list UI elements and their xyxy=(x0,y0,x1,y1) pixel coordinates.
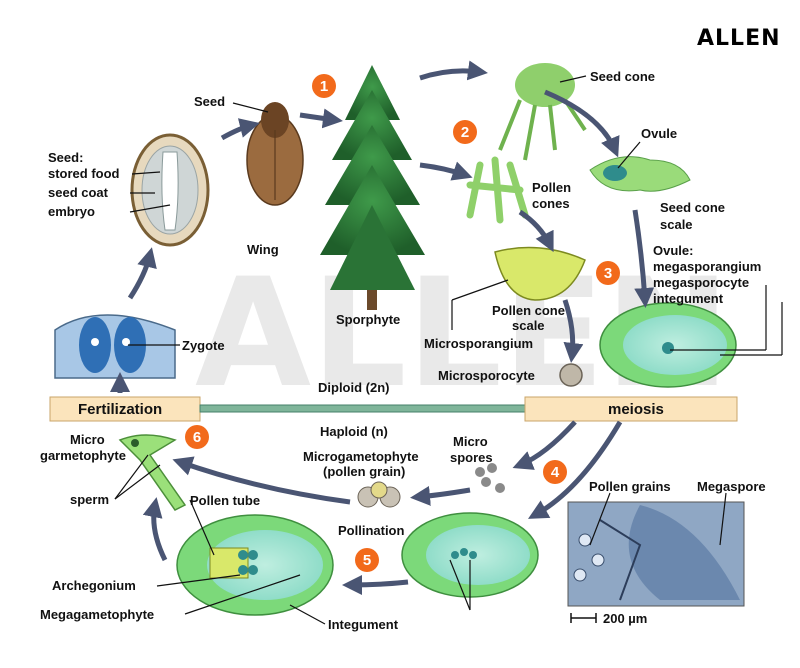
label-microsporangium: Microsporangium xyxy=(424,336,533,351)
label-pollen-cones-2: cones xyxy=(532,196,570,211)
step-badge-2: 2 xyxy=(453,120,477,144)
label-micro-gametophyte-1: Micro xyxy=(70,432,105,447)
label-micro-gametophyte-2: garmetophyte xyxy=(40,448,126,463)
label-sporphyte: Sporphyte xyxy=(336,312,400,327)
svg-text:3: 3 xyxy=(604,265,612,282)
winged-seed-illustration xyxy=(246,102,304,206)
label-diploid: Diploid (2n) xyxy=(318,380,390,395)
label-zygote: Zygote xyxy=(182,338,225,353)
label-microgametophyte-2: (pollen grain) xyxy=(323,464,405,479)
seed-cone-illustration xyxy=(498,63,587,161)
step-badge-1: 1 xyxy=(312,74,336,98)
label-seed: Seed xyxy=(194,94,225,109)
label-ovule-parts-2: megasporangium xyxy=(653,259,761,274)
fertilization-label: Fertilization xyxy=(78,401,162,418)
label-pollen-grains: Pollen grains xyxy=(589,479,671,494)
svg-text:6: 6 xyxy=(193,429,201,446)
label-sperm: sperm xyxy=(70,492,109,507)
label-ovule-parts-4: integument xyxy=(653,291,724,306)
meiosis-bar xyxy=(524,396,738,422)
label-archegonium: Archegonium xyxy=(52,578,136,593)
label-seed-cone: Seed cone xyxy=(590,69,655,84)
label-micro-spores-2: spores xyxy=(450,450,493,465)
ovule-on-scale-illustration xyxy=(589,156,691,192)
pollen-grain-illustration xyxy=(357,481,401,508)
label-seed-title: Seed: xyxy=(48,150,83,165)
step-badge-6: 6 xyxy=(185,425,209,449)
label-integument: Integument xyxy=(328,617,399,632)
svg-text:2: 2 xyxy=(461,124,469,141)
svg-text:5: 5 xyxy=(363,552,371,569)
leader-lines xyxy=(114,75,783,625)
label-pollen-cone-scale-2: scale xyxy=(512,318,545,333)
svg-text:1: 1 xyxy=(320,78,328,95)
label-haploid: Haploid (n) xyxy=(320,424,388,439)
label-seed-cone-scale-1: Seed cone xyxy=(660,200,725,215)
label-megaspore: Megaspore xyxy=(697,479,766,494)
brand-logo: ALLEN xyxy=(697,26,781,51)
label-ovule: Ovule xyxy=(641,126,677,141)
step-badge-3: 3 xyxy=(596,261,620,285)
label-pollination: Pollination xyxy=(338,523,405,538)
ploidy-divider xyxy=(199,404,526,413)
label-stored-food: stored food xyxy=(48,166,120,181)
label-micro-spores-1: Micro xyxy=(453,434,488,449)
label-embryo: embryo xyxy=(48,204,95,219)
label-megagametophyte: Megagametophyte xyxy=(40,607,154,622)
seed-section-illustration xyxy=(130,133,210,247)
label-pollen-tube: Pollen tube xyxy=(190,493,260,508)
label-wing: Wing xyxy=(247,242,279,257)
ovule-large-illustration xyxy=(599,302,737,388)
microsporocyte-cell xyxy=(559,363,583,387)
mature-ovule-illustration xyxy=(176,514,334,616)
micro-spores-illustration xyxy=(475,463,505,493)
label-ovule-parts-1: Ovule: xyxy=(653,243,693,258)
meiosis-label: meiosis xyxy=(608,401,664,418)
label-pollen-cones-1: Pollen xyxy=(532,180,571,195)
step-badge-4: 4 xyxy=(543,460,567,484)
label-microsporocyte: Microsporocyte xyxy=(438,368,535,383)
svg-text:4: 4 xyxy=(551,464,560,481)
sporophyte-tree-illustration xyxy=(320,65,425,310)
step-badge-5: 5 xyxy=(355,548,379,572)
micro-gametophyte-illustration xyxy=(118,434,187,511)
micrograph-image xyxy=(567,501,745,607)
cycle-arrows xyxy=(110,60,655,595)
label-ovule-parts-3: megasporocyte xyxy=(653,275,749,290)
label-microgametophyte-1: Microgametophyte xyxy=(303,449,419,464)
label-seed-cone-scale-2: scale xyxy=(660,217,693,232)
label-seed-coat: seed coat xyxy=(48,185,109,200)
label-scale-bar: 200 µm xyxy=(603,611,647,626)
zygote-illustration xyxy=(54,314,176,379)
pollen-cones-illustration xyxy=(466,156,529,224)
label-pollen-cone-scale-1: Pollen cone xyxy=(492,303,565,318)
